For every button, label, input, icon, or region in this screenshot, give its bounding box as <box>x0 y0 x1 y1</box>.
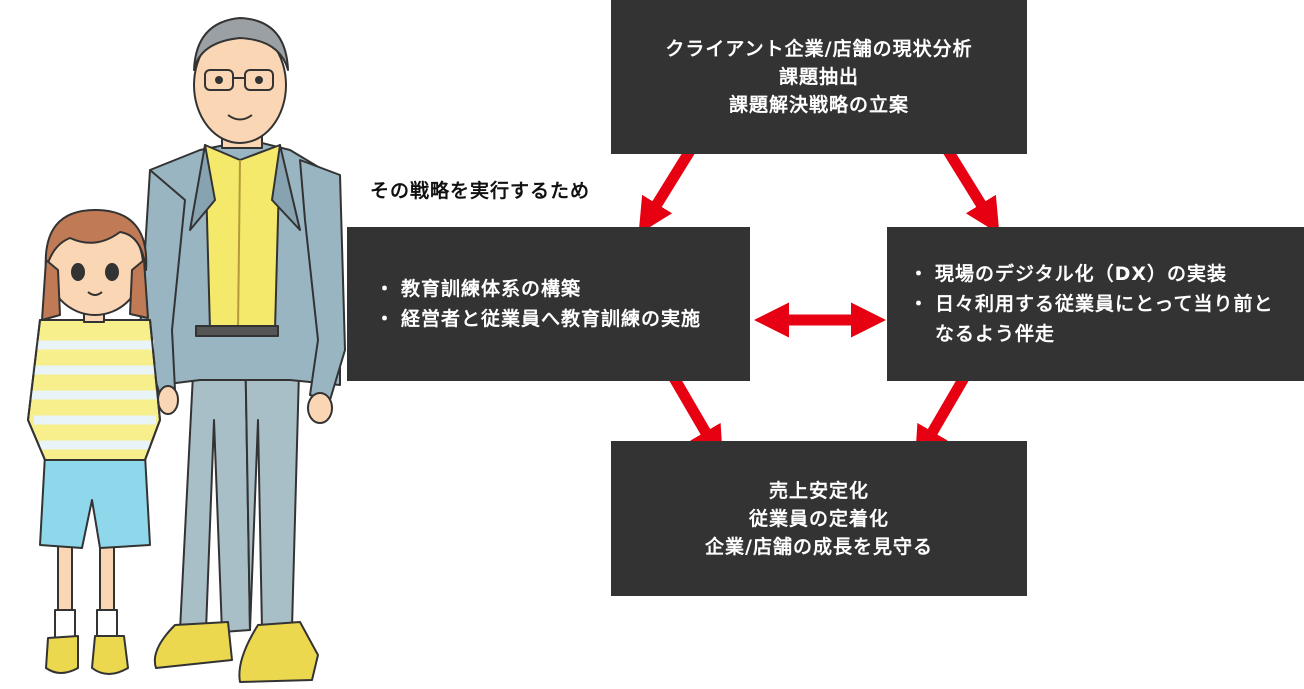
dx-item-text: 現場のデジタル化（DX）の実装 <box>935 263 1228 285</box>
man-figure <box>139 17 346 683</box>
dx-box: ・ 現場のデジタル化（DX）の実装 ・ 日々利用する従業員にとって当り前となるよ… <box>887 227 1304 381</box>
arrow-left-to-bottom <box>665 368 724 463</box>
analysis-line: 課題抽出 <box>778 66 859 88</box>
training-item: ・ 教育訓練体系の構築 <box>375 274 701 304</box>
analysis-box: クライアント企業/店舗の現状分析 課題抽出 課題解決戦略の立案 <box>611 0 1027 154</box>
training-list: ・ 教育訓練体系の構築 ・ 経営者と従業員へ教育訓練の実施 <box>375 274 701 334</box>
training-item: ・ 経営者と従業員へ教育訓練の実施 <box>375 304 701 334</box>
arrow-right-to-bottom <box>914 368 973 463</box>
bullet-icon: ・ <box>375 308 396 330</box>
dx-item: ・ 日々利用する従業員にとって当り前となるよう伴走 <box>909 289 1275 349</box>
bullet-icon: ・ <box>375 278 396 300</box>
analysis-line: クライアント企業/店舗の現状分析 <box>665 38 973 60</box>
dx-list: ・ 現場のデジタル化（DX）の実装 ・ 日々利用する従業員にとって当り前となるよ… <box>909 259 1275 349</box>
outcome-line: 従業員の定着化 <box>748 507 889 530</box>
training-box: ・ 教育訓練体系の構築 ・ 経営者と従業員へ教育訓練の実施 <box>347 227 750 381</box>
bullet-icon: ・ <box>909 293 930 315</box>
outcome-line: 売上安定化 <box>768 479 869 502</box>
training-item-text: 教育訓練体系の構築 <box>401 278 582 300</box>
outcome-box: 売上安定化 従業員の定着化 企業/店舗の成長を見守る <box>611 441 1027 596</box>
analysis-line: 課題解決戦略の立案 <box>728 94 909 116</box>
dx-item: ・ 現場のデジタル化（DX）の実装 <box>909 259 1275 289</box>
illustration-people <box>27 17 346 683</box>
training-item-text: 経営者と従業員へ教育訓練の実施 <box>401 308 702 330</box>
strategy-note: その戦略を実行するため <box>370 180 591 202</box>
arrow-top-to-left <box>638 143 698 234</box>
girl-figure <box>27 209 161 675</box>
bullet-icon: ・ <box>909 263 930 285</box>
dx-item-text: 日々利用する従業員にとって当り前となるよう伴走 <box>935 293 1274 345</box>
outcome-line: 企業/店舗の成長を見守る <box>705 535 933 558</box>
arrow-top-to-right <box>940 143 1000 234</box>
